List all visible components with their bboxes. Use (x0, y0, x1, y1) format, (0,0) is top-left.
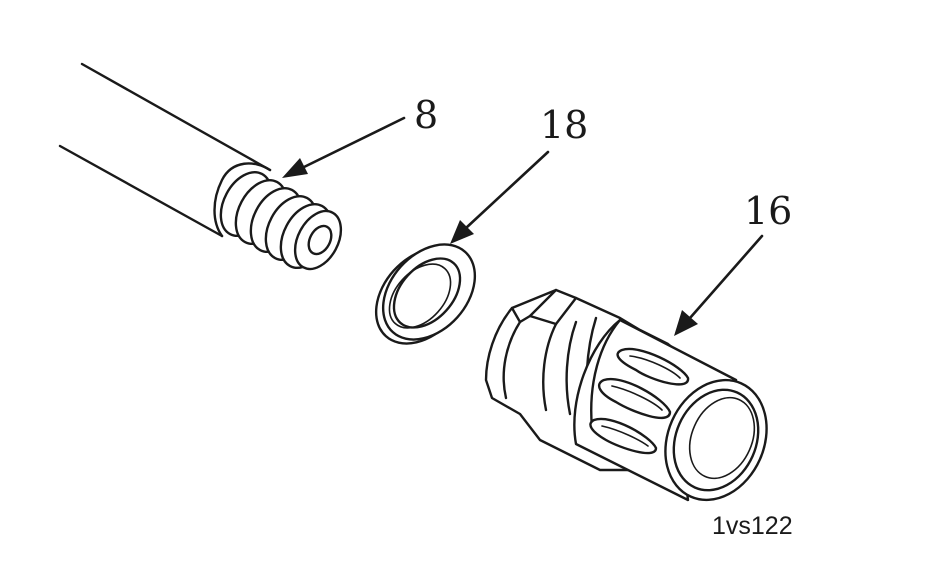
callout-arrow-16 (674, 234, 764, 336)
flash-hider-part (484, 288, 768, 502)
callout-label-8: 8 (414, 93, 438, 137)
callout-arrow-18 (450, 150, 550, 244)
callout-arrow-8 (282, 116, 406, 178)
crush-washer-part (374, 243, 477, 345)
barrel-part (58, 62, 343, 271)
callout-label-16: 16 (744, 189, 792, 233)
figure-id: 1vs122 (712, 512, 793, 540)
callout-label-18: 18 (540, 103, 588, 147)
